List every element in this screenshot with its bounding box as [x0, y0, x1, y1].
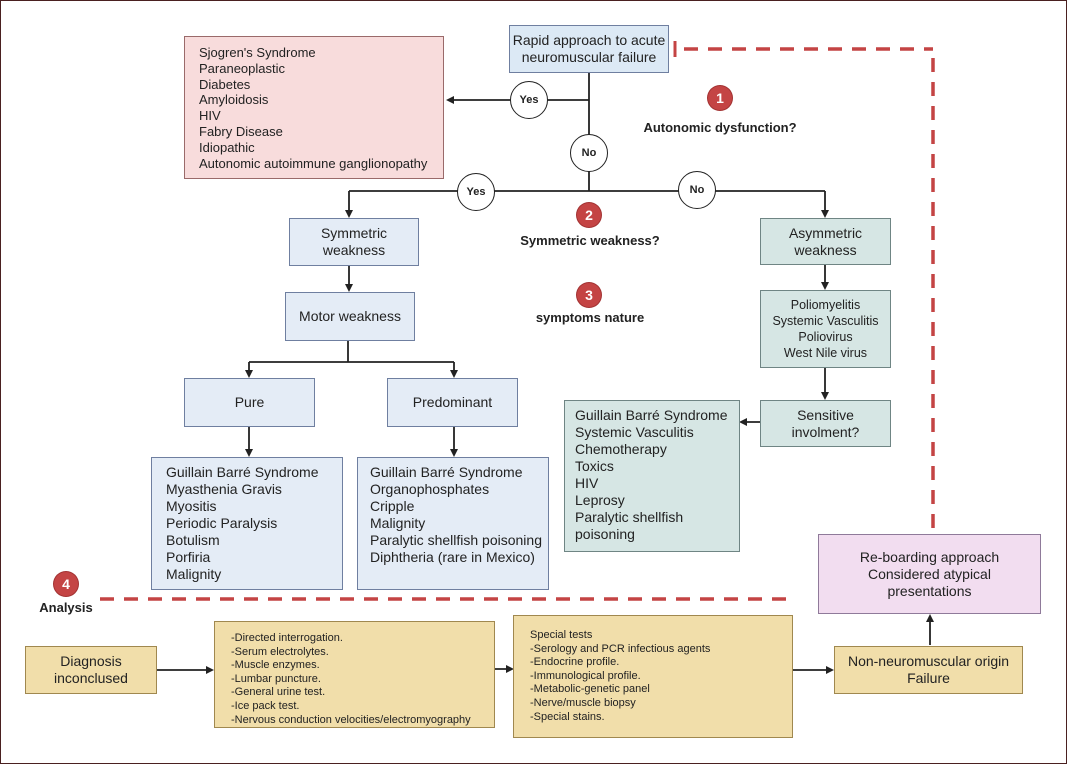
start-box-line-2: neuromuscular failure — [521, 49, 657, 65]
pure-box: Pure — [184, 378, 315, 427]
diagnosis-inconclusive-box: Diagnosis inconclused — [25, 646, 157, 694]
asymmetric-cause: West Nile virus — [783, 346, 868, 360]
autonomic-causes-box: Sjogren's Syndrome Paraneoplastic Diabet… — [184, 36, 444, 179]
start-box: Rapid approach to acute neuromuscular fa… — [509, 25, 669, 73]
decision-no-autonomic: No — [570, 134, 608, 172]
asymmetric-causes-box: Poliomyelitis Systemic Vasculitis Poliov… — [760, 290, 891, 368]
sensitive-involvement-box: Sensitive involment? — [760, 400, 891, 447]
pure-cause: Botulism — [166, 532, 220, 548]
sensitive-causes-box: Guillain Barré Syndrome Systemic Vasculi… — [564, 400, 740, 552]
pure-cause: Guillain Barré Syndrome — [166, 464, 319, 480]
pure-cause: Porfiria — [166, 549, 211, 565]
predominant-causes-box: Guillain Barré Syndrome Organophosphates… — [357, 457, 549, 590]
asymmetric-cause: Poliovirus — [798, 330, 853, 344]
special-test: -Special stains. — [530, 710, 605, 723]
special-test: -Endocrine profile. — [530, 656, 620, 669]
start-box-line-1: Rapid approach to acute — [512, 32, 666, 48]
asymmetric-cause: Poliomyelitis — [790, 298, 861, 312]
sensitive-cause: Paralytic shellfish — [575, 509, 684, 525]
basic-tests-box: -Directed interrogation. -Serum electrol… — [214, 621, 495, 728]
autonomic-cause: Paraneoplastic — [199, 60, 285, 76]
step-label-2: Symmetric weakness? — [520, 233, 660, 248]
autonomic-cause: Sjogren's Syndrome — [199, 45, 316, 60]
pure-cause: Myasthenia Gravis — [166, 481, 282, 497]
sensitive-line-1: Sensitive — [797, 406, 854, 423]
symmetric-line-1: Symmetric — [320, 225, 388, 241]
special-test: Special tests — [530, 629, 593, 641]
sensitive-cause: Guillain Barré Syndrome — [575, 407, 728, 423]
sensitive-cause: Systemic Vasculitis — [575, 424, 694, 440]
decision-no-symmetric: No — [678, 171, 716, 209]
autonomic-cause: Idiopathic — [199, 139, 255, 155]
diagnosis-line-2: inconclused — [54, 670, 128, 686]
predominant-cause: Diphtheria (rare in Mexico) — [370, 549, 535, 565]
step-badge-4: 4 — [54, 572, 78, 596]
non-neuro-line-1: Non-neuromuscular origin — [847, 653, 1010, 669]
predominant-cause: Organophosphates — [370, 481, 490, 497]
special-test: -Metabolic-genetic panel — [530, 683, 650, 696]
step-label-1: Autonomic dysfunction? — [643, 120, 797, 135]
predominant-cause: Cripple — [370, 498, 415, 514]
pure-cause: Myositis — [166, 498, 217, 514]
motor-weakness-box: Motor weakness — [285, 292, 415, 341]
symmetric-weakness-box: Symmetric weakness — [289, 218, 419, 266]
basic-test: -General urine test. — [231, 686, 326, 699]
reboarding-line-1: Re-boarding approach — [859, 548, 1000, 565]
autonomic-cause: HIV — [199, 108, 221, 124]
sensitive-line-2: involment? — [791, 423, 860, 440]
basic-test: -Nervous conduction velocities/electromy… — [231, 713, 471, 726]
autonomic-cause: Diabetes — [199, 76, 251, 92]
decision-yes-symmetric: Yes — [457, 173, 495, 211]
sensitive-cause: Chemotherapy — [575, 441, 667, 457]
predominant-cause: Malignity — [370, 515, 426, 531]
basic-test: -Lumbar puncture. — [231, 672, 321, 685]
special-tests-box: Special tests -Serology and PCR infectio… — [513, 615, 793, 738]
basic-test: -Serum electrolytes. — [231, 645, 329, 658]
pure-causes-box: Guillain Barré Syndrome Myasthenia Gravi… — [151, 457, 343, 590]
asymmetric-weakness-box: Asymmetric weakness — [760, 218, 891, 265]
pure-cause: Malignity — [166, 566, 222, 582]
step-label-4: Analysis — [39, 600, 93, 615]
non-neuro-line-2: Failure — [907, 670, 950, 686]
asymmetric-line-2: weakness — [794, 241, 857, 258]
reboarding-line-2: Considered atypical — [868, 565, 991, 582]
symmetric-line-2: weakness — [322, 242, 386, 258]
special-test: -Serology and PCR infectious agents — [530, 642, 711, 655]
non-neuromuscular-box: Non-neuromuscular origin Failure — [834, 646, 1023, 694]
step-label-3: symptoms nature — [535, 310, 645, 325]
sensitive-cause: HIV — [575, 475, 599, 491]
step-badge-1: 1 — [708, 86, 732, 110]
basic-test: -Directed interrogation. — [231, 632, 343, 644]
step-badge-3: 3 — [577, 283, 601, 307]
sensitive-cause: poisoning — [575, 526, 635, 542]
special-test: -Immunological profile. — [530, 669, 641, 682]
sensitive-cause: Leprosy — [575, 492, 625, 508]
basic-test: -Muscle enzymes. — [231, 659, 320, 672]
predominant-box: Predominant — [387, 378, 518, 427]
sensitive-cause: Toxics — [575, 458, 614, 474]
decision-yes-autonomic: Yes — [510, 81, 548, 119]
reboarding-box: Re-boarding approach Considered atypical… — [818, 534, 1041, 614]
autonomic-cause: Fabry Disease — [199, 123, 283, 139]
reboarding-line-3: presentations — [887, 582, 972, 599]
step-badge-2: 2 — [577, 203, 601, 227]
predominant-cause: Paralytic shellfish poisoning — [370, 532, 542, 548]
autonomic-cause: Amyloidosis — [199, 92, 269, 108]
special-test: -Nerve/muscle biopsy — [530, 696, 636, 709]
asymmetric-line-1: Asymmetric — [788, 224, 863, 241]
asymmetric-cause: Systemic Vasculitis — [772, 314, 879, 328]
predominant-cause: Guillain Barré Syndrome — [370, 464, 523, 480]
autonomic-cause: Autonomic autoimmune ganglionopathy — [199, 155, 428, 171]
basic-test: -Ice pack test. — [231, 699, 300, 712]
diagnosis-line-1: Diagnosis — [60, 653, 122, 669]
pure-cause: Periodic Paralysis — [166, 515, 278, 531]
